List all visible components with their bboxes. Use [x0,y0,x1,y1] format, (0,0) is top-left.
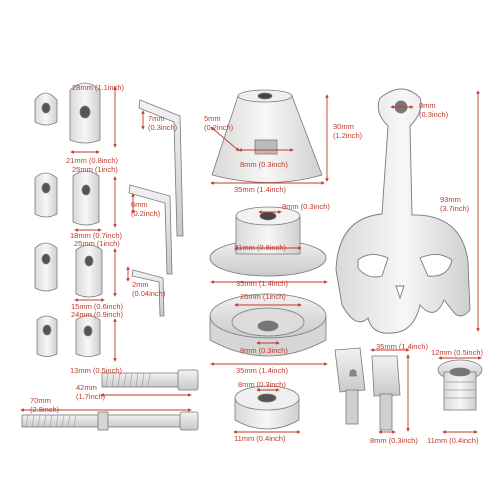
dim-label-70mm: 70mm(2.8inch) [30,396,60,414]
dim-label-12mm: 12mm(0.5inch) [431,348,484,357]
dim-label-15mm: 15mm(0.6inch) [71,302,124,311]
dim-label-8mm-spacer: 8mm(0.3inch) [282,202,330,211]
spacer-21mm-pair [34,170,100,226]
dim-label-35mm-washer: 35mm(1.4inch) [236,366,289,375]
small-spacer [234,385,300,430]
dim-label-8mm-key: 8mm(0.3inch) [370,436,418,445]
svg-text:☗: ☗ [349,368,357,378]
dim-label-8mm-washer: 8mm(0.3inch) [240,346,288,355]
dim-label-24mm: 24mm(0.9inch) [71,310,124,319]
dim-label-2mm: 2mm(0.04inch) [132,280,166,298]
key-right [371,355,401,431]
key-left: ☗ [334,347,366,425]
dim-label-8mm-bracket: 8mm(0.3inch) [419,101,449,119]
dim-label-13mm: 13mm(0.5inch) [70,366,123,375]
spacer-set [34,82,103,357]
dim-label-18mm: 18mm(0.7inch) [70,231,123,240]
key-pair: ☗ [334,347,401,431]
dim-label-21mm-spacer: 21mm(0.8inch) [234,243,287,252]
dim-label-5mm: 5mm(0.2inch) [204,114,234,132]
dim-label-21mm: 21mm(0.8inch) [66,156,119,165]
bolt-set [21,369,199,431]
spacer-28mm-pair [34,82,101,144]
dim-label-11mm-small: 11mm(0.4inch) [234,434,286,443]
dim-label-25mm-lower: 25mm(1inch) [74,239,120,248]
dim-label-30mm: 30mm(1.2inch) [333,122,363,140]
dim-label-28mm: 28mm(1.1inch) [72,83,125,92]
spacer-13mm-pair [36,315,101,357]
dimension-lines [20,86,482,434]
dim-label-25mm-upper: 25mm(1inch) [72,165,118,174]
cone-mount [211,89,323,183]
dim-label-35mm-cone: 35mm(1.4inch) [234,185,287,194]
dim-label-26mm: 26mm(1inch) [240,292,286,301]
lock-cylinder [437,359,483,411]
flanged-spacer [209,206,327,277]
hex-key-7mm [138,99,184,237]
bolt-70mm [21,411,199,431]
dim-label-35mm-flange: 35mm(1.4inch) [236,279,289,288]
dim-label-8mm-cone: 8mm(0.3inch) [240,160,288,169]
dim-label-8mm-small: 8mm(0.3inch) [238,380,286,389]
dim-label-35mm-key: 35mm(1.4inch) [376,342,429,351]
hex-key-2mm [131,269,165,317]
dim-label-42mm: 42mm(1.7inch) [76,383,106,401]
bolt-42mm [101,369,199,391]
dim-label-93mm: 93mm(3.7inch) [440,195,470,213]
skull-bracket [335,88,471,334]
hex-key-6mm [128,184,173,275]
spacer-18mm-pair [34,242,103,298]
dim-label-11mm-lock: 11mm(0.4inch) [427,436,479,445]
dim-label-7mm: 7mm(0.3inch) [148,114,178,132]
dim-label-6mm: 6mm(0.2inch) [131,200,161,218]
